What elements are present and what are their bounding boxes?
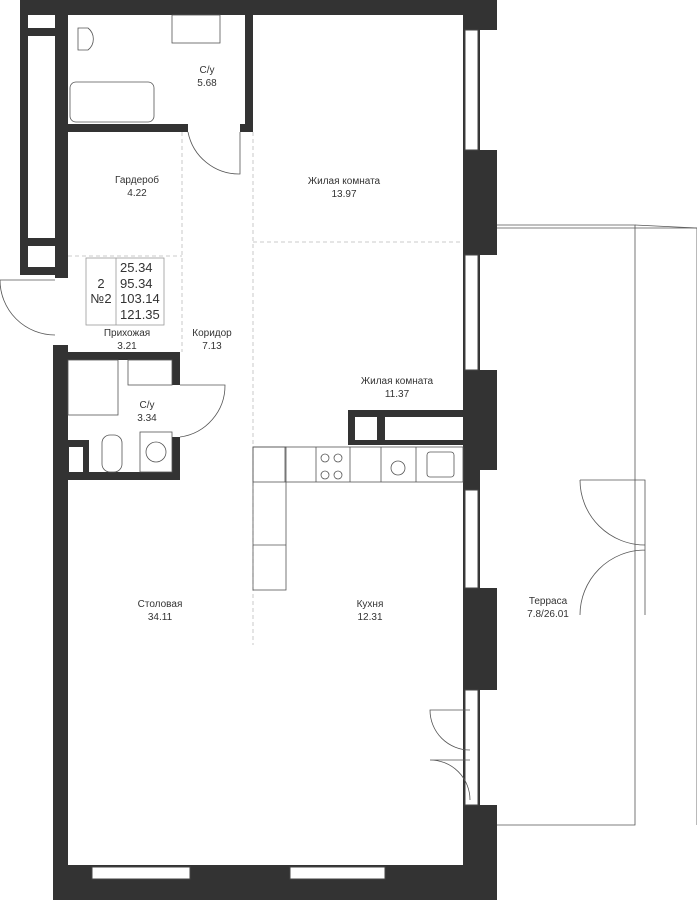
washing-machine-icon	[139, 431, 173, 473]
sink-icon	[127, 359, 173, 386]
room-area: 12.31	[357, 612, 382, 623]
sink-icon	[171, 14, 221, 44]
room-labels: С/у 5.68 Гардероб 4.22 Прихожая 3.21 Кор…	[104, 65, 569, 623]
room-name: Прихожая	[104, 328, 150, 339]
room-area: 4.22	[127, 188, 147, 199]
summary-value: 25.34	[120, 260, 153, 275]
room-name: Терраса	[529, 596, 568, 607]
room-name: Жилая комната	[308, 176, 381, 187]
toilet-icon	[77, 27, 94, 51]
room-area: 7.8/26.01	[527, 609, 569, 620]
room-name: Коридор	[192, 328, 232, 339]
doors[interactable]	[0, 131, 646, 801]
room-name: С/у	[200, 65, 215, 76]
dishwasher-icon	[390, 460, 406, 476]
windows[interactable]	[91, 29, 479, 880]
apartment-number: №2	[90, 291, 111, 306]
fixtures	[67, 14, 464, 591]
room-area: 13.97	[331, 189, 356, 200]
kitchen-sink-icon	[426, 451, 455, 478]
room-area: 7.13	[202, 341, 222, 352]
summary-value: 95.34	[120, 276, 153, 291]
apartment-summary: 2 №2 25.34 95.34 103.14 121.35	[85, 257, 165, 326]
room-name: С/у	[140, 400, 155, 411]
room-area: 3.21	[117, 341, 137, 352]
walls	[20, 0, 497, 900]
stove-icon	[320, 453, 330, 463]
room-area: 34.11	[148, 612, 173, 623]
terrace-outline	[497, 224, 697, 826]
room-name: Кухня	[357, 599, 384, 610]
room-area: 3.34	[137, 413, 157, 424]
room-name: Гардероб	[115, 174, 159, 186]
summary-value: 103.14	[120, 291, 160, 306]
room-area: 5.68	[197, 78, 217, 89]
room-area: 11.37	[385, 389, 410, 400]
summary-value: 121.35	[120, 307, 160, 322]
toilet-icon	[101, 434, 123, 473]
bathtub-icon	[69, 81, 155, 123]
room-name: Жилая комната	[361, 376, 434, 387]
shower-icon	[67, 359, 119, 416]
rooms-count: 2	[97, 276, 104, 291]
wall-voids	[28, 36, 463, 472]
room-name: Столовая	[138, 599, 183, 610]
